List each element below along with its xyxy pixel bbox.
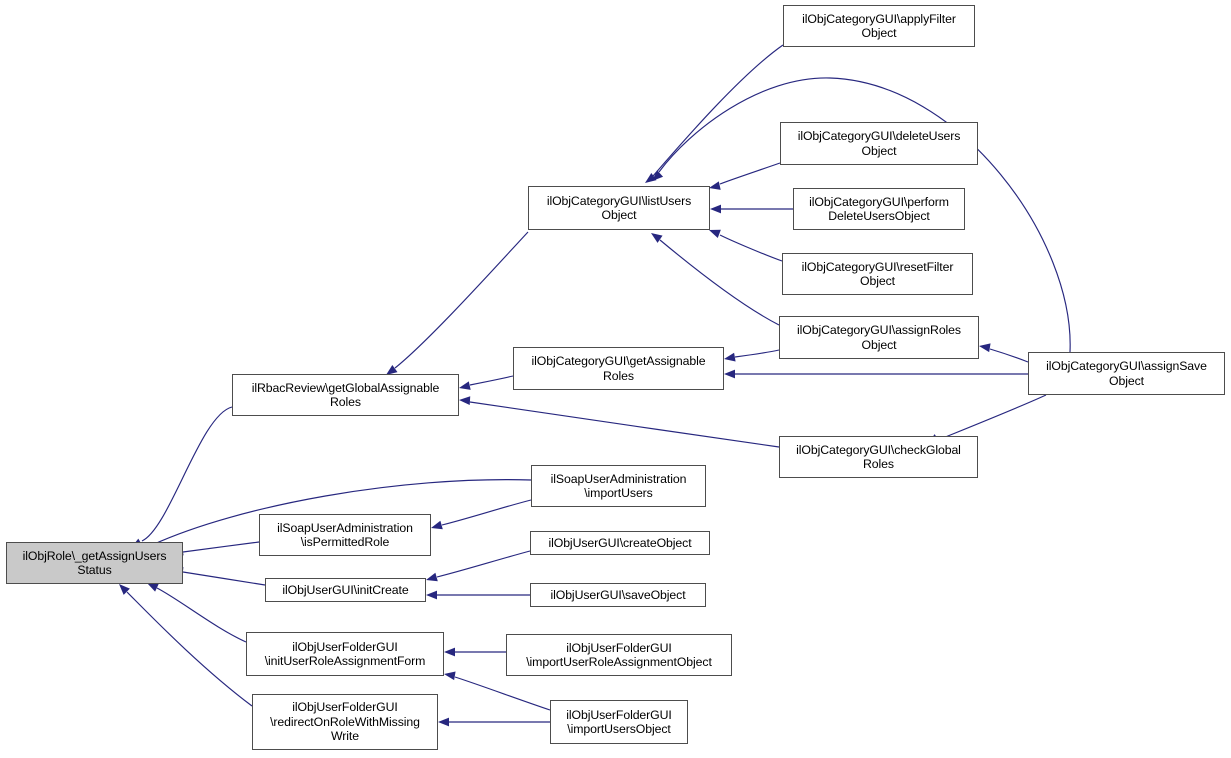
graph-node-label: ilObjUserGUI\initCreate [282,582,409,597]
graph-node-cat_checkGlobalRoles[interactable]: ilObjCategoryGUI\checkGlobal Roles [779,436,978,478]
graph-node-label: ilObjCategoryGUI\listUsers Object [546,193,692,222]
graph-node-label: ilObjCategoryGUI\resetFilter Object [801,259,954,288]
graph-node-uf_redirectOnRoleWithMissingWrite[interactable]: ilObjUserFolderGUI \redirectOnRoleWithMi… [252,694,438,750]
graph-node-cat_getAssignableRoles[interactable]: ilObjCategoryGUI\getAssignable Roles [513,347,724,390]
graph-node-label: ilObjUserGUI\createObject [548,535,692,550]
graph-node-label: ilObjCategoryGUI\applyFilter Object [802,11,956,40]
graph-node-cat_listUsersObject[interactable]: ilObjCategoryGUI\listUsers Object [528,186,710,230]
graph-node-soap_importUsers[interactable]: ilSoapUserAdministration \importUsers [531,465,706,507]
graph-node-uf_initUserRoleAssignmentForm[interactable]: ilObjUserFolderGUI \initUserRoleAssignme… [246,632,444,676]
graph-node-label: ilObjCategoryGUI\assignSave Object [1046,359,1207,388]
graph-node-soap_isPermittedRole[interactable]: ilSoapUserAdministration \isPermittedRol… [259,514,431,556]
graph-node-label: ilObjUserFolderGUI \initUserRoleAssignme… [264,639,426,668]
graph-node-cat_deleteUsersObject[interactable]: ilObjCategoryGUI\deleteUsers Object [780,122,978,165]
graph-node-cat_applyFilterObject[interactable]: ilObjCategoryGUI\applyFilter Object [783,5,975,47]
graph-node-label: ilObjCategoryGUI\checkGlobal Roles [796,442,961,471]
graph-node-label: ilObjCategoryGUI\assignRoles Object [797,323,961,352]
graph-node-user_saveObject[interactable]: ilObjUserGUI\saveObject [530,583,706,607]
graph-node-label: ilObjCategoryGUI\perform DeleteUsersObje… [809,194,949,223]
graph-node-label: ilObjCategoryGUI\deleteUsers Object [797,129,961,158]
graph-node-uf_importUsersObject[interactable]: ilObjUserFolderGUI \importUsersObject [550,700,688,744]
graph-node-user_createObject[interactable]: ilObjUserGUI\createObject [530,531,710,555]
graph-node-root[interactable]: ilObjRole\_getAssignUsers Status [6,542,183,584]
graph-node-label: ilSoapUserAdministration \isPermittedRol… [277,520,413,549]
graph-node-label: ilRbacReview\getGlobalAssignable Roles [251,380,440,409]
graph-node-cat_assignSaveObject[interactable]: ilObjCategoryGUI\assignSave Object [1028,352,1225,395]
graph-node-uf_importUserRoleAssignmentObject[interactable]: ilObjUserFolderGUI \importUserRoleAssign… [506,634,732,676]
graph-node-cat_resetFilterObject[interactable]: ilObjCategoryGUI\resetFilter Object [782,253,973,295]
graph-node-label: ilObjUserFolderGUI \redirectOnRoleWithMi… [270,700,420,744]
graph-node-cat_assignRolesObject[interactable]: ilObjCategoryGUI\assignRoles Object [779,316,979,359]
graph-node-label: ilObjCategoryGUI\getAssignable Roles [531,354,706,383]
graph-node-label: ilObjUserGUI\saveObject [550,587,686,602]
graph-node-rbac_getGlobalAssignableRoles[interactable]: ilRbacReview\getGlobalAssignable Roles [232,374,459,416]
graph-node-user_initCreate[interactable]: ilObjUserGUI\initCreate [265,578,426,602]
graph-node-cat_performDeleteUsersObject[interactable]: ilObjCategoryGUI\perform DeleteUsersObje… [793,188,965,230]
graph-node-label: ilObjUserFolderGUI \importUserRoleAssign… [526,640,712,669]
graph-node-label: ilObjUserFolderGUI \importUsersObject [566,707,672,736]
graph-node-label: ilObjRole\_getAssignUsers Status [22,548,167,577]
graph-node-label: ilSoapUserAdministration \importUsers [550,471,687,500]
